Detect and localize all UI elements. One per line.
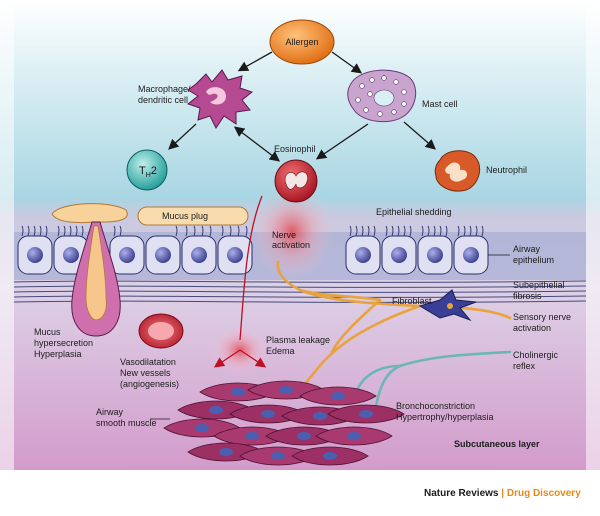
epithelial-cell xyxy=(345,235,381,275)
cholinergic-label-1: Cholinergic xyxy=(513,350,559,360)
vasodilatation-label-3: (angiogenesis) xyxy=(120,379,179,389)
mucus-hyper-label-1: Mucus xyxy=(34,327,61,337)
airway-epithelium-label-2: epithelium xyxy=(513,255,554,265)
subepithelial-fibrosis-label-1: Subepithelial xyxy=(513,280,565,290)
red-link-curve xyxy=(239,195,263,341)
arrow-allergen-to-macrophage xyxy=(237,51,273,72)
macrophage-label-2: dendritic cell xyxy=(138,95,188,105)
page-white-bottom xyxy=(0,470,600,511)
cholinergic-fibers xyxy=(354,350,512,408)
arrow-allergen-to-mast xyxy=(331,51,363,74)
mucus-plug-label: Mucus plug xyxy=(162,211,208,221)
smooth-muscle-cell xyxy=(291,446,369,466)
left-fade xyxy=(0,0,14,470)
goblet-mucus xyxy=(85,225,107,321)
allergen-cell xyxy=(269,19,335,65)
nerve-activation-label-1: Nerve xyxy=(272,230,296,240)
bronchoconstriction-label-2: Hypertrophy/hyperplasia xyxy=(396,412,494,422)
epithelial-cell xyxy=(381,235,417,275)
epithelial-cell xyxy=(181,235,217,275)
red-arrow-left xyxy=(213,349,241,368)
credit-journal: Nature Reviews xyxy=(424,488,499,499)
arrow-mast-to-eosinophil xyxy=(315,123,369,160)
mucus-plug-right xyxy=(137,206,249,226)
allergen-label: Allergen xyxy=(285,37,318,47)
fibroblast-label: Fibroblast xyxy=(392,296,432,306)
mast-cell-nucleus xyxy=(373,89,395,107)
smooth-muscle-cell xyxy=(299,386,377,406)
bronchoconstriction-label-1: Bronchoconstriction xyxy=(396,401,475,411)
plasma-leakage-label-1: Plasma leakage xyxy=(266,335,330,345)
cholinergic-label-2: reflex xyxy=(513,361,536,371)
epithelial-cell xyxy=(453,235,489,275)
airway-smooth-label-1: Airway xyxy=(96,407,124,417)
vasodilatation-label-1: Vasodilatation xyxy=(120,357,176,367)
red-arrow-right xyxy=(239,349,267,368)
cilia xyxy=(21,225,484,237)
credit-separator: | xyxy=(498,488,506,499)
th2-cell xyxy=(126,149,168,191)
eosinophil-nucleus xyxy=(284,171,308,190)
epithelial-cell xyxy=(145,235,181,275)
sensory-nerve-label-1: Sensory nerve xyxy=(513,312,571,322)
nerve-activation-label-2: activation xyxy=(272,240,310,250)
right-fade xyxy=(586,0,600,470)
credit-section: Drug Discovery xyxy=(507,488,581,499)
epithelial-cell xyxy=(417,235,453,275)
vasodilatation-label-2: New vessels xyxy=(120,368,171,378)
epithelial-cell xyxy=(17,235,53,275)
neutrophil-label: Neutrophil xyxy=(486,165,527,175)
epithelial-cell xyxy=(217,235,253,275)
sensory-nerve-label-2: activation xyxy=(513,323,551,333)
macrophage-nucleus xyxy=(206,87,226,105)
plasma-leakage-label-2: Edema xyxy=(266,346,295,356)
smooth-muscle-cell xyxy=(327,404,405,424)
th2-label-main: T xyxy=(139,165,146,177)
epithelial-shedding-label: Epithelial shedding xyxy=(376,207,452,217)
mucus-hyper-label-3: Hyperplasia xyxy=(34,349,82,359)
nerve-activation-glow xyxy=(250,184,334,280)
smooth-muscle-cell xyxy=(187,442,265,462)
epithelial-cells xyxy=(17,235,489,275)
smooth-muscle-cell xyxy=(315,426,393,446)
arrow-macrophage-to-th2 xyxy=(168,123,197,150)
subcutaneous-layer-label: Subcutaneous layer xyxy=(454,439,540,449)
epithelial-cell xyxy=(109,235,145,275)
vessel-lumen xyxy=(148,322,174,340)
mast-cell-granules xyxy=(355,75,407,117)
mucus-hyper-label-2: hypersecretion xyxy=(34,338,93,348)
mucus-plug-left xyxy=(51,203,128,224)
th2-label-sub: H xyxy=(146,172,151,179)
fibroblast-nucleus xyxy=(447,303,453,309)
mast-cell-label: Mast cell xyxy=(422,99,458,109)
th2-label-num: 2 xyxy=(151,165,157,177)
airway-epithelium-label-1: Airway xyxy=(513,244,541,254)
subepithelial-fibrosis-label-2: fibrosis xyxy=(513,291,542,301)
macrophage-label-1: Macrophage/ xyxy=(138,84,191,94)
th2-label: TH2 xyxy=(139,165,157,179)
arrow-mast-to-neutrophil xyxy=(403,121,436,150)
credit-line: Nature Reviews | Drug Discovery xyxy=(424,488,581,499)
neutrophil-nucleus xyxy=(445,162,468,182)
smooth-muscle-cells xyxy=(163,380,405,466)
smooth-muscle-cell xyxy=(265,426,343,446)
airway-smooth-label-2: smooth muscle xyxy=(96,418,157,428)
arrow-macrophage-eosinophil xyxy=(233,126,281,162)
eosinophil-label: Eosinophil xyxy=(274,144,316,154)
